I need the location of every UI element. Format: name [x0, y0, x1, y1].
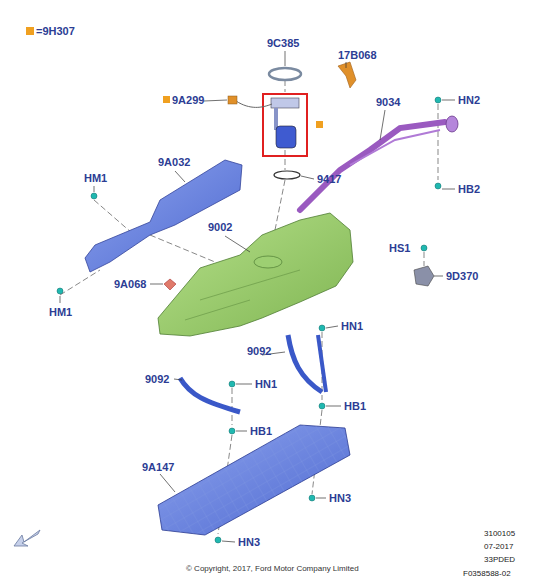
copyright-note: © Copyright, 2017, Ford Motor Company Li…	[186, 564, 359, 574]
drawing-reference: 07-2017	[484, 542, 513, 552]
drawing-reference: 33PDED	[484, 555, 515, 565]
part-number: HS1	[389, 242, 410, 255]
part-number: 9A147	[142, 461, 174, 474]
part-number: HN2	[458, 94, 480, 107]
part-number: 9092	[145, 373, 169, 386]
part-number: HB2	[458, 183, 480, 196]
part-number: HB1	[250, 425, 272, 438]
part-number: 9417	[317, 173, 341, 186]
part-number: 9A068	[114, 278, 146, 291]
part-number: 9A299	[172, 94, 204, 107]
part-number: 17B068	[338, 49, 377, 62]
part-number: HM1	[49, 306, 72, 319]
part-number: 9D370	[446, 270, 478, 283]
part-number: HN3	[329, 492, 351, 505]
legend-text: =9H307	[36, 25, 75, 37]
part-number: 9A032	[158, 156, 190, 169]
legend-swatch	[26, 27, 34, 35]
part-number: HN3	[238, 536, 260, 549]
part-number: 9034	[376, 96, 400, 109]
part-number: 9002	[208, 221, 232, 234]
drawing-reference: 3100105	[484, 529, 515, 539]
part-number: 9092	[247, 345, 271, 358]
part-number: 9C385	[267, 37, 299, 50]
part-number: HN1	[255, 378, 277, 391]
part-number: HB1	[344, 400, 366, 413]
part-number: HN1	[341, 320, 363, 333]
part-number: HM1	[84, 172, 107, 185]
legend: =9H307	[26, 25, 75, 37]
legend-item: =9H307	[26, 25, 75, 37]
drawing-reference: F0358588-02	[463, 569, 511, 579]
